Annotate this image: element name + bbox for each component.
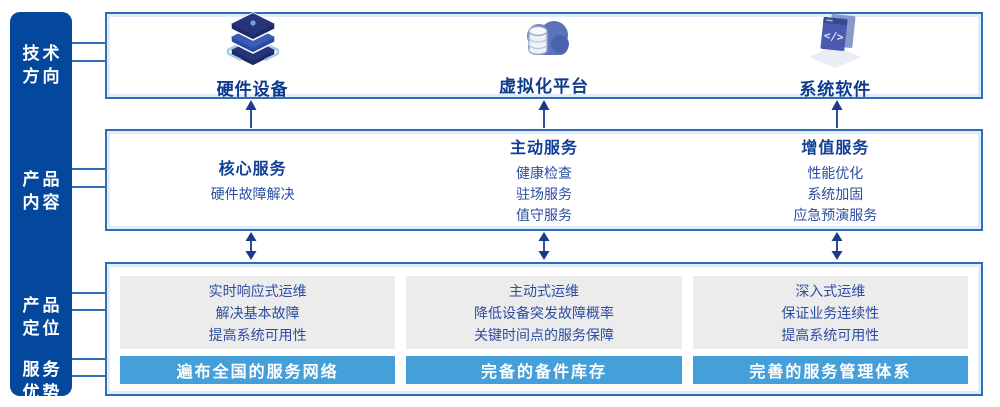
sidebar-label-line: 优势 [22, 383, 63, 402]
service-heading: 主动服务 [509, 140, 578, 157]
positioning-panel: 深入式运维 保证业务连续性 提高系统可用性 [692, 276, 968, 349]
double-arrow-icon [690, 231, 983, 261]
positioning-line: 降低设备突发故障概率 [473, 304, 614, 321]
connector-line [72, 309, 105, 311]
sidebar-label-line: 定位 [22, 319, 63, 338]
positioning-line: 解决基本故障 [215, 304, 300, 321]
server-stack-icon [225, 11, 281, 73]
tech-direction-box: 硬件设备 虚拟化平台 [105, 11, 983, 99]
positioning-line: 实时响应式运维 [208, 282, 307, 299]
connector-line [72, 60, 105, 62]
sidebar-label-line: 产品 [22, 170, 63, 189]
svg-text:</>: </> [823, 28, 844, 43]
arrow-row-bottom [105, 231, 983, 261]
service-item: 硬件故障解决 [210, 186, 295, 202]
service-heading: 核心服务 [218, 161, 287, 178]
advantage-banner: 遍布全国的服务网络 [120, 356, 396, 384]
positioning-line: 关键时间点的服务保障 [473, 326, 614, 343]
connector-line [72, 186, 105, 188]
service-column-proactive: 主动服务 健康检查 驻场服务 值守服务 [398, 131, 689, 229]
tech-item-label: 系统软件 [799, 79, 872, 99]
service-column-value-added: 增值服务 性能优化 系统加固 应急预演服务 [690, 131, 981, 229]
service-item: 驻场服务 [515, 186, 572, 202]
positioning-line: 提高系统可用性 [208, 326, 307, 343]
up-arrow-icon [398, 100, 691, 128]
sidebar-label-line: 技术 [22, 44, 63, 63]
service-item: 值守服务 [515, 207, 572, 223]
service-item: 系统加固 [807, 186, 864, 202]
positioning-column-deep: 深入式运维 保证业务连续性 提高系统可用性 完善的服务管理体系 [692, 276, 968, 394]
sidebar-label-tech-direction: 技术 方向 [10, 42, 72, 88]
service-item: 应急预演服务 [793, 207, 878, 223]
sidebar-label-service-advantage: 服务 优势 [10, 358, 72, 404]
sidebar-label-product-content: 产品 内容 [10, 168, 72, 214]
cloud-database-icon [516, 15, 572, 70]
service-item: 健康检查 [515, 165, 572, 181]
connector-line [72, 375, 105, 377]
double-arrow-icon [105, 231, 398, 261]
arrow-row-top [105, 100, 983, 128]
tech-item-system-software: </> 系统软件 [690, 12, 981, 99]
connector-line [72, 42, 105, 44]
up-arrow-icon [105, 100, 398, 128]
sidebar-label-line: 方向 [22, 67, 63, 86]
tech-item-hardware: 硬件设备 [107, 11, 398, 99]
positioning-panel: 主动式运维 降低设备突发故障概率 关键时间点的服务保障 [406, 276, 682, 349]
connector-line [72, 358, 105, 360]
sidebar: 技术 方向 产品 内容 产品 定位 服务 优势 [10, 12, 72, 402]
tech-item-label: 硬件设备 [216, 79, 289, 99]
positioning-line: 深入式运维 [795, 282, 866, 299]
product-content-box: 核心服务 硬件故障解决 主动服务 健康检查 驻场服务 值守服务 增值服务 性能优… [105, 129, 983, 231]
code-window-icon: </> [807, 12, 863, 73]
positioning-line: 主动式运维 [508, 282, 579, 299]
positioning-line: 提高系统可用性 [781, 326, 880, 343]
advantage-banner: 完备的备件库存 [406, 356, 682, 384]
advantage-banner: 完善的服务管理体系 [692, 356, 968, 384]
positioning-column-proactive: 主动式运维 降低设备突发故障概率 关键时间点的服务保障 完备的备件库存 [406, 276, 682, 394]
positioning-line: 保证业务连续性 [781, 304, 880, 321]
sidebar-label-line: 内容 [22, 193, 63, 212]
double-arrow-icon [398, 231, 691, 261]
service-heading: 增值服务 [801, 140, 870, 157]
tech-item-virtualization: 虚拟化平台 [398, 14, 689, 97]
positioning-panel: 实时响应式运维 解决基本故障 提高系统可用性 [120, 276, 396, 349]
sidebar-label-line: 产品 [22, 296, 63, 315]
service-item: 性能优化 [807, 165, 864, 181]
sidebar-label-line: 服务 [22, 360, 63, 379]
connector-line [72, 292, 105, 294]
service-column-core: 核心服务 硬件故障解决 [107, 131, 398, 229]
up-arrow-icon [690, 100, 983, 128]
sidebar-label-product-positioning: 产品 定位 [10, 294, 72, 340]
tech-item-label: 虚拟化平台 [498, 76, 589, 96]
positioning-advantage-box: 实时响应式运维 解决基本故障 提高系统可用性 遍布全国的服务网络 主动式运维 降… [105, 262, 983, 396]
positioning-column-realtime: 实时响应式运维 解决基本故障 提高系统可用性 遍布全国的服务网络 [120, 276, 396, 394]
connector-line [72, 168, 105, 170]
